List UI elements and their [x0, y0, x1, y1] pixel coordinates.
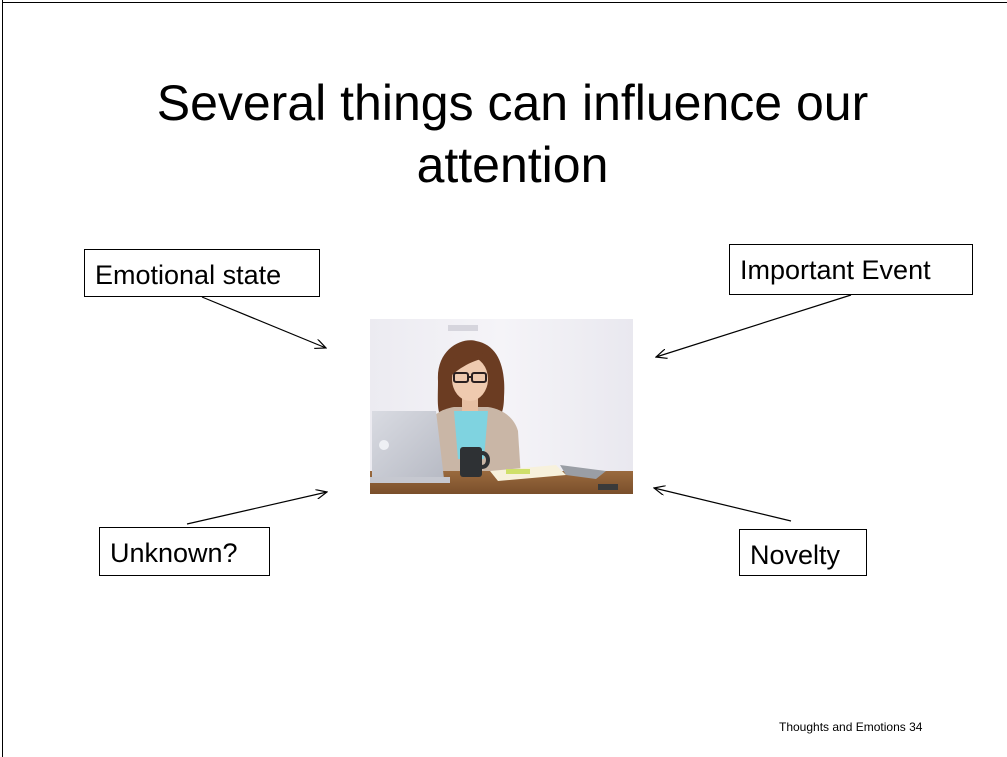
slide-border-left: [2, 0, 3, 757]
woman-working-at-laptop-icon: [370, 319, 633, 494]
slide-title: Several things can influence our attenti…: [156, 75, 869, 193]
unknown-label: Unknown?: [110, 538, 238, 568]
slide-footer: Thoughts and Emotions 34: [779, 720, 923, 734]
emotional-state-box: Emotional state: [84, 249, 320, 297]
unknown-box: Unknown?: [99, 527, 270, 576]
slide-border-top: [2, 2, 1007, 3]
important-event-box: Important Event: [729, 244, 973, 295]
novelty-label: Novelty: [750, 540, 841, 570]
woman-working-at-laptop-image: [370, 319, 633, 494]
emotional-state-label: Emotional state: [95, 260, 282, 290]
arrow-unknown: [186, 492, 327, 525]
important-event-label: Important Event: [740, 255, 931, 285]
arrow-novelty: [654, 488, 792, 522]
novelty-box: Novelty: [739, 529, 867, 576]
arrow-important-event: [656, 294, 852, 357]
arrow-emotional-state: [201, 296, 326, 348]
